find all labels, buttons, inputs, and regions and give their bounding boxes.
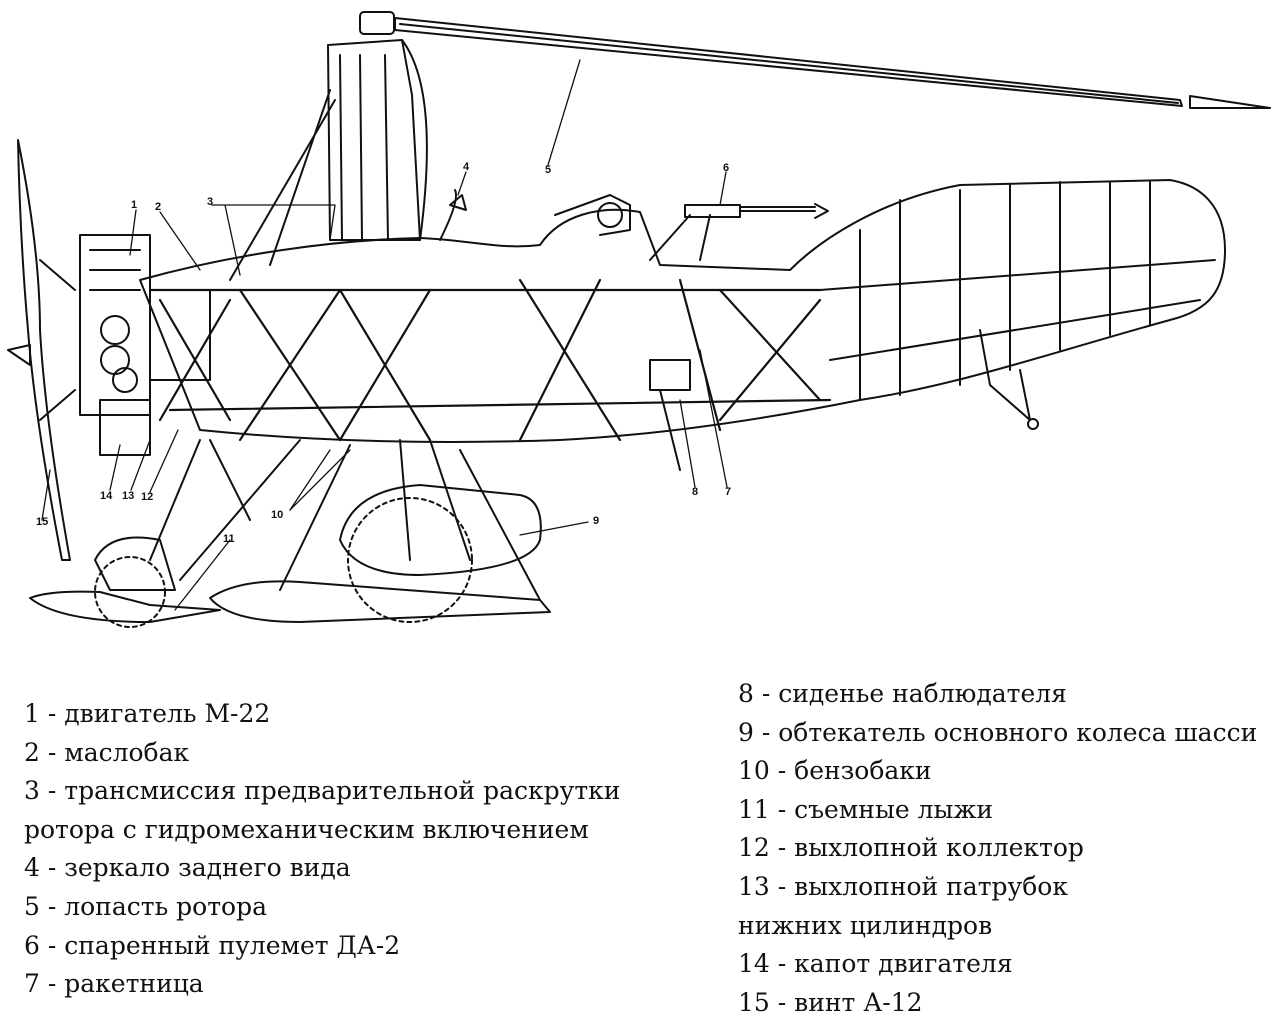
legend-item-13-continued: нижних цилиндров bbox=[738, 910, 993, 940]
callout-13: 13 bbox=[122, 490, 134, 502]
callout-2: 2 bbox=[155, 201, 161, 213]
legend-item-2: 2 - маслобак bbox=[24, 737, 190, 767]
legend-item-13: 13 - выхлопной патрубок bbox=[738, 871, 1068, 901]
legend-item-9: 9 - обтекатель основного колеса шасси bbox=[738, 717, 1258, 747]
propeller bbox=[7, 139, 76, 561]
rear-view-mirror bbox=[449, 194, 467, 211]
main-wheel-fairing bbox=[339, 484, 542, 623]
callout-5: 5 bbox=[545, 164, 551, 176]
legend-item-14: 14 - капот двигателя bbox=[738, 949, 1013, 979]
fuselage-truss bbox=[148, 278, 832, 442]
callout-10: 10 bbox=[271, 509, 283, 521]
callout-4: 4 bbox=[463, 161, 470, 173]
legend-item-7: 7 - ракетница bbox=[24, 969, 204, 999]
legend-item-5: 5 - лопасть ротора bbox=[24, 891, 267, 921]
legend-right-column: 8 - сиденье наблюдателя 9 - обтекатель о… bbox=[738, 675, 1257, 1022]
leader-lines bbox=[41, 59, 728, 611]
legend-item-1: 1 - двигатель М-22 bbox=[24, 699, 271, 728]
legend-item-3-continued: ротора с гидромеханическим включением bbox=[24, 814, 589, 844]
legend-item-6: 6 - спаренный пулемет ДА-2 bbox=[24, 930, 401, 960]
landing-gear bbox=[149, 439, 541, 601]
legend-item-12: 12 - выхлопной коллектор bbox=[738, 833, 1084, 863]
twin-machine-gun bbox=[649, 203, 829, 261]
legend-item-10: 10 - бензобаки bbox=[738, 756, 932, 786]
callout-12: 12 bbox=[141, 491, 153, 503]
legend-item-3: 3 - трансмиссия предварительной раскрутк… bbox=[24, 776, 621, 806]
callout-11: 11 bbox=[223, 533, 235, 545]
callout-8: 8 bbox=[692, 486, 698, 498]
skis bbox=[29, 536, 551, 628]
callout-numbers: 1 2 3 4 5 6 7 8 9 10 11 12 13 14 15 bbox=[36, 161, 731, 545]
legend-item-15: 15 - винт А-12 bbox=[738, 987, 923, 1017]
legend-item-4: 4 - зеркало заднего вида bbox=[24, 853, 351, 883]
fuselage bbox=[139, 179, 1226, 443]
callout-1: 1 bbox=[131, 199, 137, 211]
rotor-blade bbox=[359, 11, 1271, 109]
callout-6: 6 bbox=[723, 162, 729, 174]
callout-3: 3 bbox=[207, 196, 213, 208]
callout-7: 7 bbox=[725, 486, 731, 498]
callout-14: 14 bbox=[100, 490, 113, 502]
legend-left-column: 1 - двигатель М-22 2 - маслобак 3 - тран… bbox=[24, 695, 620, 1004]
callout-15: 15 bbox=[36, 516, 48, 528]
legend-item-8: 8 - сиденье наблюдателя bbox=[738, 679, 1067, 708]
engine bbox=[79, 234, 211, 456]
callout-9: 9 bbox=[593, 515, 599, 527]
autogyro-cutaway-drawing: 1 2 3 4 5 6 7 8 9 10 11 12 13 14 15 bbox=[7, 11, 1271, 628]
legend-item-11: 11 - съемные лыжи bbox=[738, 794, 994, 824]
tail-skid bbox=[979, 329, 1039, 430]
cockpit bbox=[439, 189, 691, 471]
